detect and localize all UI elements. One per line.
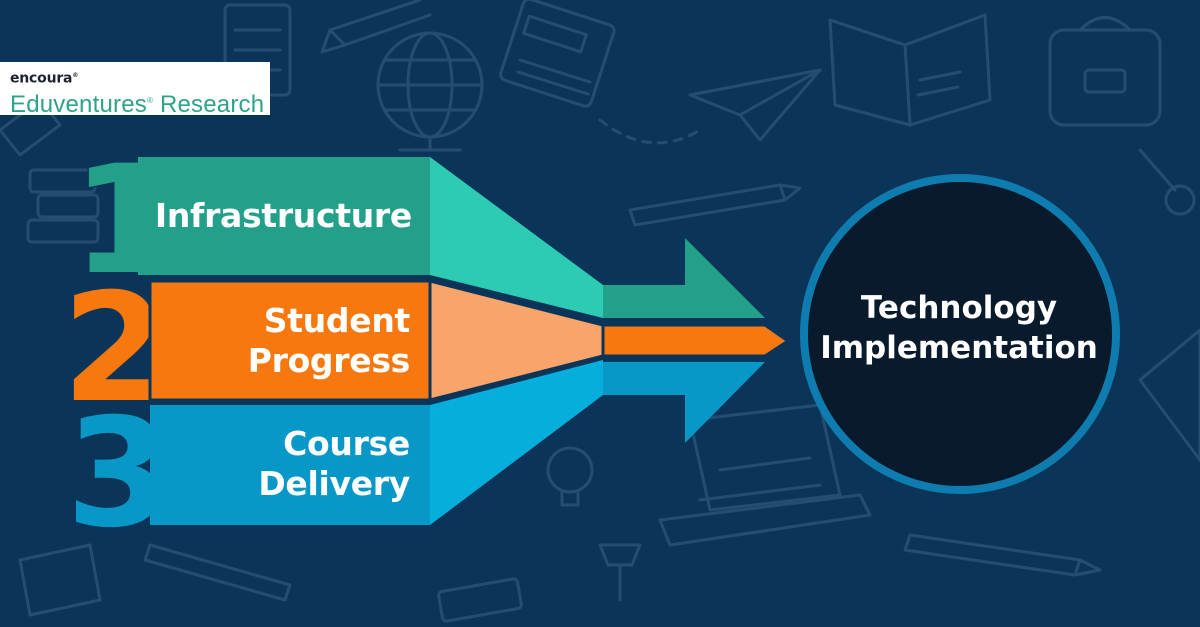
- encoura-logo: encoura® Eduventures® Research: [0, 62, 270, 118]
- book-icon: [828, 13, 992, 127]
- set-square-icon: [1138, 328, 1200, 462]
- step-label-course-delivery: Course Delivery: [258, 424, 410, 503]
- pencil-icon: [903, 533, 1102, 577]
- pushpin-icon: [598, 543, 642, 602]
- arrow-teal: [603, 238, 765, 318]
- paper-plane-icon: [598, 68, 822, 145]
- pencil-icon: [320, 0, 432, 54]
- target-circle: [800, 174, 1120, 494]
- step-label-infrastructure: Infrastructure: [154, 196, 412, 235]
- globe-icon: [376, 31, 484, 152]
- logo-brand: encoura®: [10, 70, 79, 87]
- arrow-orange: [601, 323, 791, 358]
- step-label-student-progress: Student Progress: [247, 301, 411, 380]
- pen-icon: [628, 183, 802, 227]
- step-bar-infrastructure: [138, 157, 765, 318]
- eraser-icon: [437, 577, 523, 623]
- pencil-icon: [143, 543, 292, 602]
- calculator-icon: [499, 0, 616, 108]
- target-label: Technology Implementation: [820, 290, 1098, 366]
- books-stack-icon: [26, 168, 100, 244]
- step-bar-course-delivery: [150, 360, 765, 525]
- arrow-blue: [603, 362, 765, 443]
- logo-product: Eduventures® Research: [10, 90, 265, 118]
- scissors-icon: [1138, 148, 1196, 216]
- paper-icon: [18, 543, 102, 617]
- backpack-icon: [1048, 16, 1162, 127]
- step-bar-student-progress: [148, 279, 791, 402]
- lightbulb-icon: [546, 446, 594, 507]
- laptop-icon: [658, 403, 872, 547]
